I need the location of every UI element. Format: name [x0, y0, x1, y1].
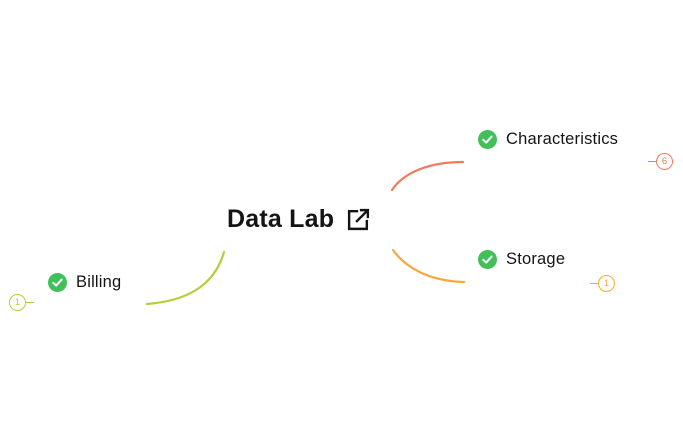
node-label: Billing: [76, 273, 122, 291]
check-circle-icon: [478, 130, 497, 149]
count-badge-billing: 1: [9, 294, 34, 311]
count-badge-circle[interactable]: 1: [598, 275, 615, 292]
count-badge-characteristics: 6: [648, 153, 673, 170]
branch-connector-characteristics: [390, 160, 465, 192]
node-billing[interactable]: Billing: [48, 273, 121, 292]
node-label: Characteristics: [506, 130, 619, 148]
branch-connector-storage: [391, 248, 466, 284]
count-badge-circle[interactable]: 1: [9, 294, 26, 311]
root-node-label: Data Lab: [227, 205, 335, 233]
check-circle-icon: [478, 250, 497, 269]
badge-dash: [590, 282, 598, 285]
external-link-icon[interactable]: [346, 207, 371, 232]
node-storage[interactable]: Storage: [478, 250, 565, 269]
count-badge-circle[interactable]: 6: [656, 153, 673, 170]
check-circle-icon: [48, 273, 67, 292]
badge-dash: [648, 160, 656, 163]
branch-connector-billing: [145, 250, 226, 306]
node-label: Storage: [506, 250, 566, 268]
badge-dash: [26, 301, 34, 304]
root-node-data-lab[interactable]: Data Lab: [227, 205, 371, 234]
count-badge-storage: 1: [590, 275, 615, 292]
node-characteristics[interactable]: Characteristics: [478, 130, 618, 149]
